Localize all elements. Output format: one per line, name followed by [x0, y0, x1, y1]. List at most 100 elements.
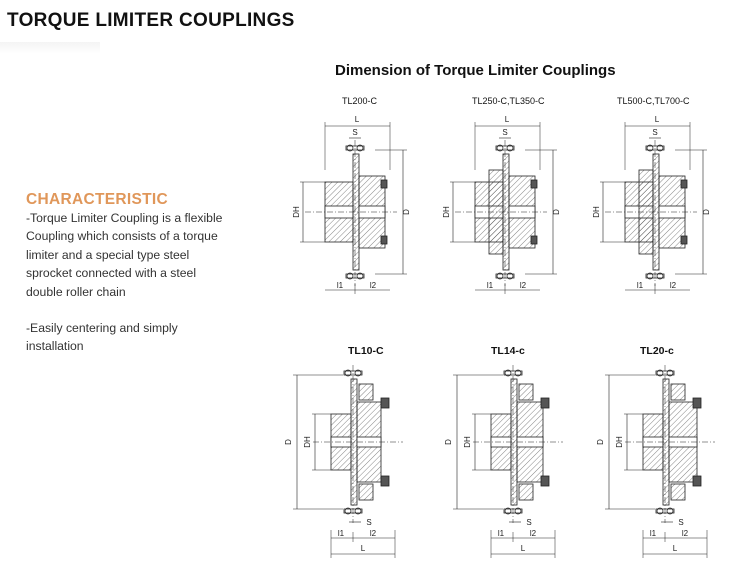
characteristic-line: Coupling which consists of a torque	[26, 229, 218, 244]
dimension-label: l2	[530, 529, 537, 538]
dimension-label: S	[352, 128, 357, 137]
dimension-label: D	[402, 209, 411, 215]
drawing-part	[530, 235, 538, 245]
dimension-label: D	[702, 209, 711, 215]
drawing-part	[692, 397, 702, 409]
dimension-label: D	[444, 439, 453, 445]
dimension-label: l2	[370, 281, 377, 290]
dimension-label: DH	[303, 436, 312, 448]
chain-roller	[344, 369, 352, 377]
dimension-label: l2	[370, 529, 377, 538]
dimension-label: S	[678, 518, 683, 527]
dimension-label: D	[596, 439, 605, 445]
hatched-section	[358, 483, 374, 501]
dimension-label: L	[361, 544, 366, 553]
chain-roller	[506, 144, 514, 152]
characteristic-heading: CHARACTERISTIC	[26, 191, 168, 208]
drawing-part	[380, 235, 388, 245]
chain-roller	[356, 272, 364, 280]
hatched-section	[518, 383, 534, 401]
figure-title: Dimension of Torque Limiter Couplings	[335, 62, 616, 79]
dimension-label: S	[366, 518, 371, 527]
chain-roller	[354, 507, 362, 515]
characteristic-line: double roller chain	[26, 284, 126, 299]
drawing-part	[380, 397, 390, 409]
chain-roller	[346, 144, 354, 152]
dimension-label: DH	[292, 206, 301, 218]
characteristic-text: -Torque Limiter Coupling is a flexible C…	[26, 209, 276, 356]
title-underline	[0, 42, 100, 54]
dimension-label: D	[552, 209, 561, 215]
chain-roller	[496, 144, 504, 152]
drawing-tl10: D DH Sl1 l2L	[284, 365, 403, 558]
dimension-label: S	[652, 128, 657, 137]
drawing-part	[540, 475, 550, 487]
dimension-label: l2	[682, 529, 689, 538]
drawing-part	[680, 179, 688, 189]
dimension-label: D	[284, 439, 293, 445]
chain-roller	[506, 272, 514, 280]
dimension-label: L	[505, 115, 510, 124]
chain-roller	[356, 144, 364, 152]
drawing-tl250: LS DH Dl1 l2	[442, 115, 561, 294]
dimension-label: l1	[337, 281, 344, 290]
drawing-part	[380, 179, 388, 189]
characteristic-line: -Easily centering and simply	[26, 321, 178, 336]
chain-roller	[354, 369, 362, 377]
drawing-tl20: D DH Sl1 l2L	[596, 365, 715, 558]
drawing-part	[540, 397, 550, 409]
chain-roller	[666, 369, 674, 377]
chain-roller	[656, 272, 664, 280]
dimension-label: S	[526, 518, 531, 527]
dimension-label: DH	[615, 436, 624, 448]
dimension-label: l1	[637, 281, 644, 290]
model-label-tl500: TL500-C,TL700-C	[617, 96, 690, 106]
hatched-section	[670, 483, 686, 501]
chain-roller	[344, 507, 352, 515]
chain-roller	[504, 507, 512, 515]
chain-roller	[646, 144, 654, 152]
dimension-label: l1	[498, 529, 505, 538]
hatched-section	[670, 383, 686, 401]
chain-roller	[514, 507, 522, 515]
dimension-label: DH	[592, 206, 601, 218]
dimension-label: S	[502, 128, 507, 137]
chain-roller	[656, 144, 664, 152]
drawing-part	[380, 475, 390, 487]
model-label-tl10: TL10-C	[348, 345, 384, 357]
chain-roller	[496, 272, 504, 280]
chain-roller	[656, 507, 664, 515]
chain-roller	[346, 272, 354, 280]
dimension-label: L	[655, 115, 660, 124]
hatched-section	[358, 383, 374, 401]
model-label-tl20: TL20-c	[640, 345, 674, 357]
chain-roller	[514, 369, 522, 377]
chain-roller	[504, 369, 512, 377]
drawing-part	[692, 475, 702, 487]
drawing-part	[680, 235, 688, 245]
chain-roller	[656, 369, 664, 377]
hatched-section	[518, 483, 534, 501]
dimension-label: DH	[442, 206, 451, 218]
dimension-label: l1	[650, 529, 657, 538]
dimension-label: L	[673, 544, 678, 553]
characteristic-line: sprocket connected with a steel	[26, 266, 197, 281]
dimension-label: L	[355, 115, 360, 124]
chain-roller	[666, 507, 674, 515]
model-label-tl200: TL200-C	[342, 96, 378, 106]
dimension-label: l2	[670, 281, 677, 290]
dimension-label: DH	[463, 436, 472, 448]
dimension-label: L	[521, 544, 526, 553]
drawing-part	[530, 179, 538, 189]
chain-roller	[646, 272, 654, 280]
characteristic-line: -Torque Limiter Coupling is a flexible	[26, 211, 223, 225]
dimension-label: l2	[520, 281, 527, 290]
drawing-tl14: D DH Sl1 l2L	[444, 365, 563, 558]
dimension-label: l1	[487, 281, 494, 290]
drawing-tl500: LS DH Dl1 l2	[592, 115, 711, 294]
characteristic-line: installation	[26, 339, 84, 354]
page-title: TORQUE LIMITER COUPLINGS	[7, 10, 295, 31]
model-label-tl14: TL14-c	[491, 345, 525, 357]
drawing-tl200: LS DH Dl1 l2	[292, 115, 411, 294]
dimension-label: l1	[338, 529, 345, 538]
